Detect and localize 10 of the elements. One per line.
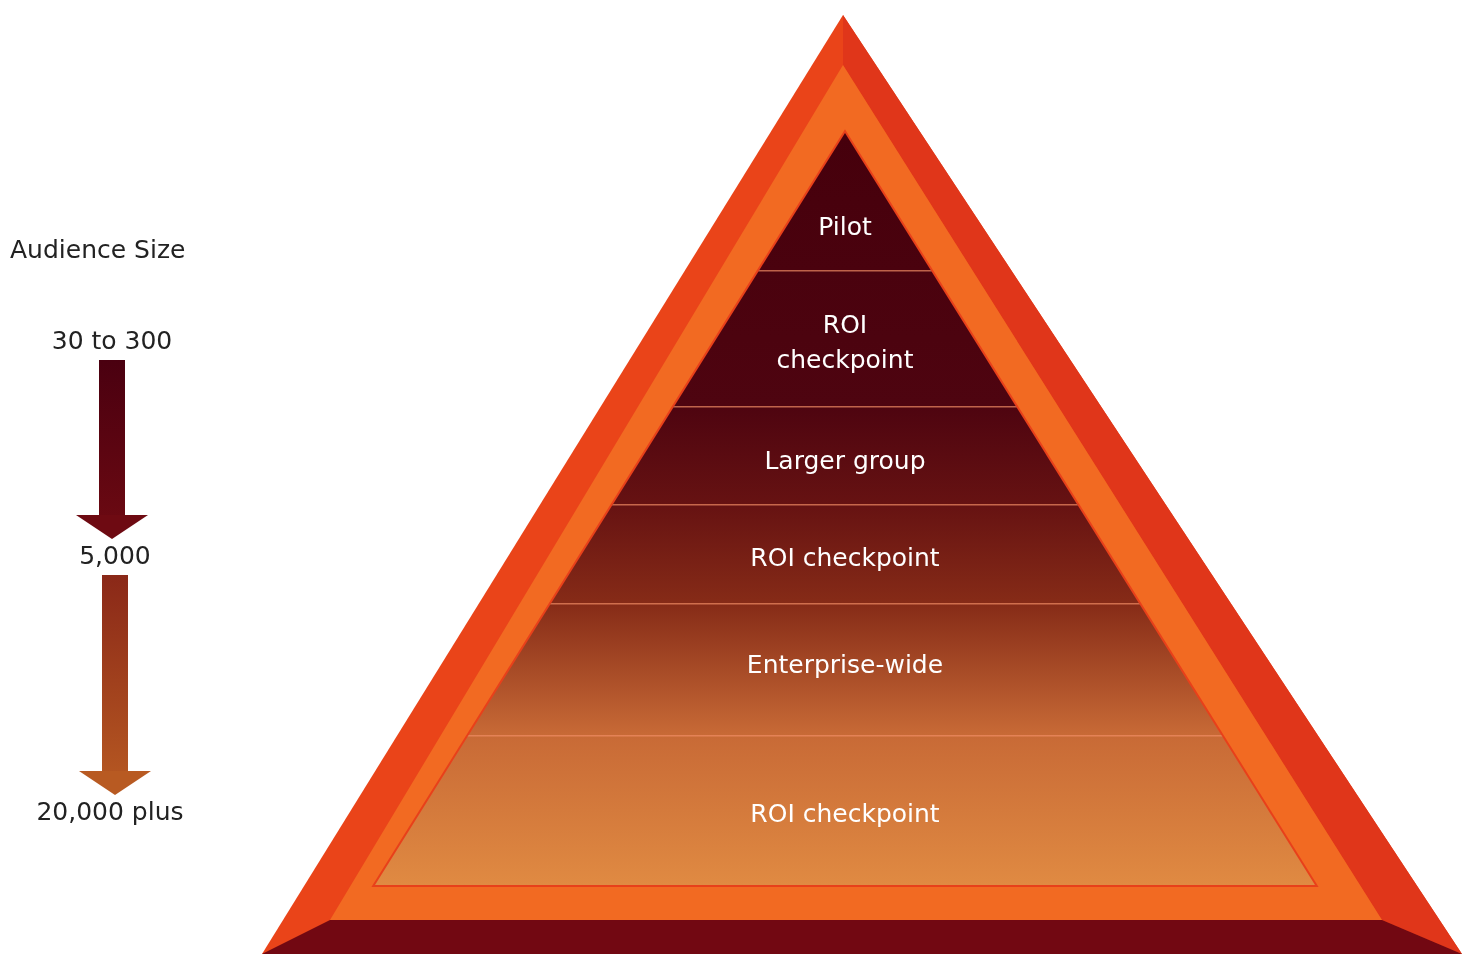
- audience-size-value: 5,000: [70, 541, 160, 571]
- axis-title: Audience Size: [10, 235, 186, 265]
- tier-label: ROI checkpoint: [749, 797, 941, 830]
- tier-label: Larger group: [763, 444, 927, 477]
- tier-label: ROI checkpoint: [749, 541, 941, 574]
- tier-label: Pilot: [817, 210, 873, 243]
- audience-size-value: 20,000 plus: [25, 797, 195, 827]
- audience-size-value: 30 to 300: [42, 326, 182, 356]
- tier-label: Enterprise-wide: [745, 648, 945, 681]
- tier-label: ROI checkpoint: [775, 309, 915, 376]
